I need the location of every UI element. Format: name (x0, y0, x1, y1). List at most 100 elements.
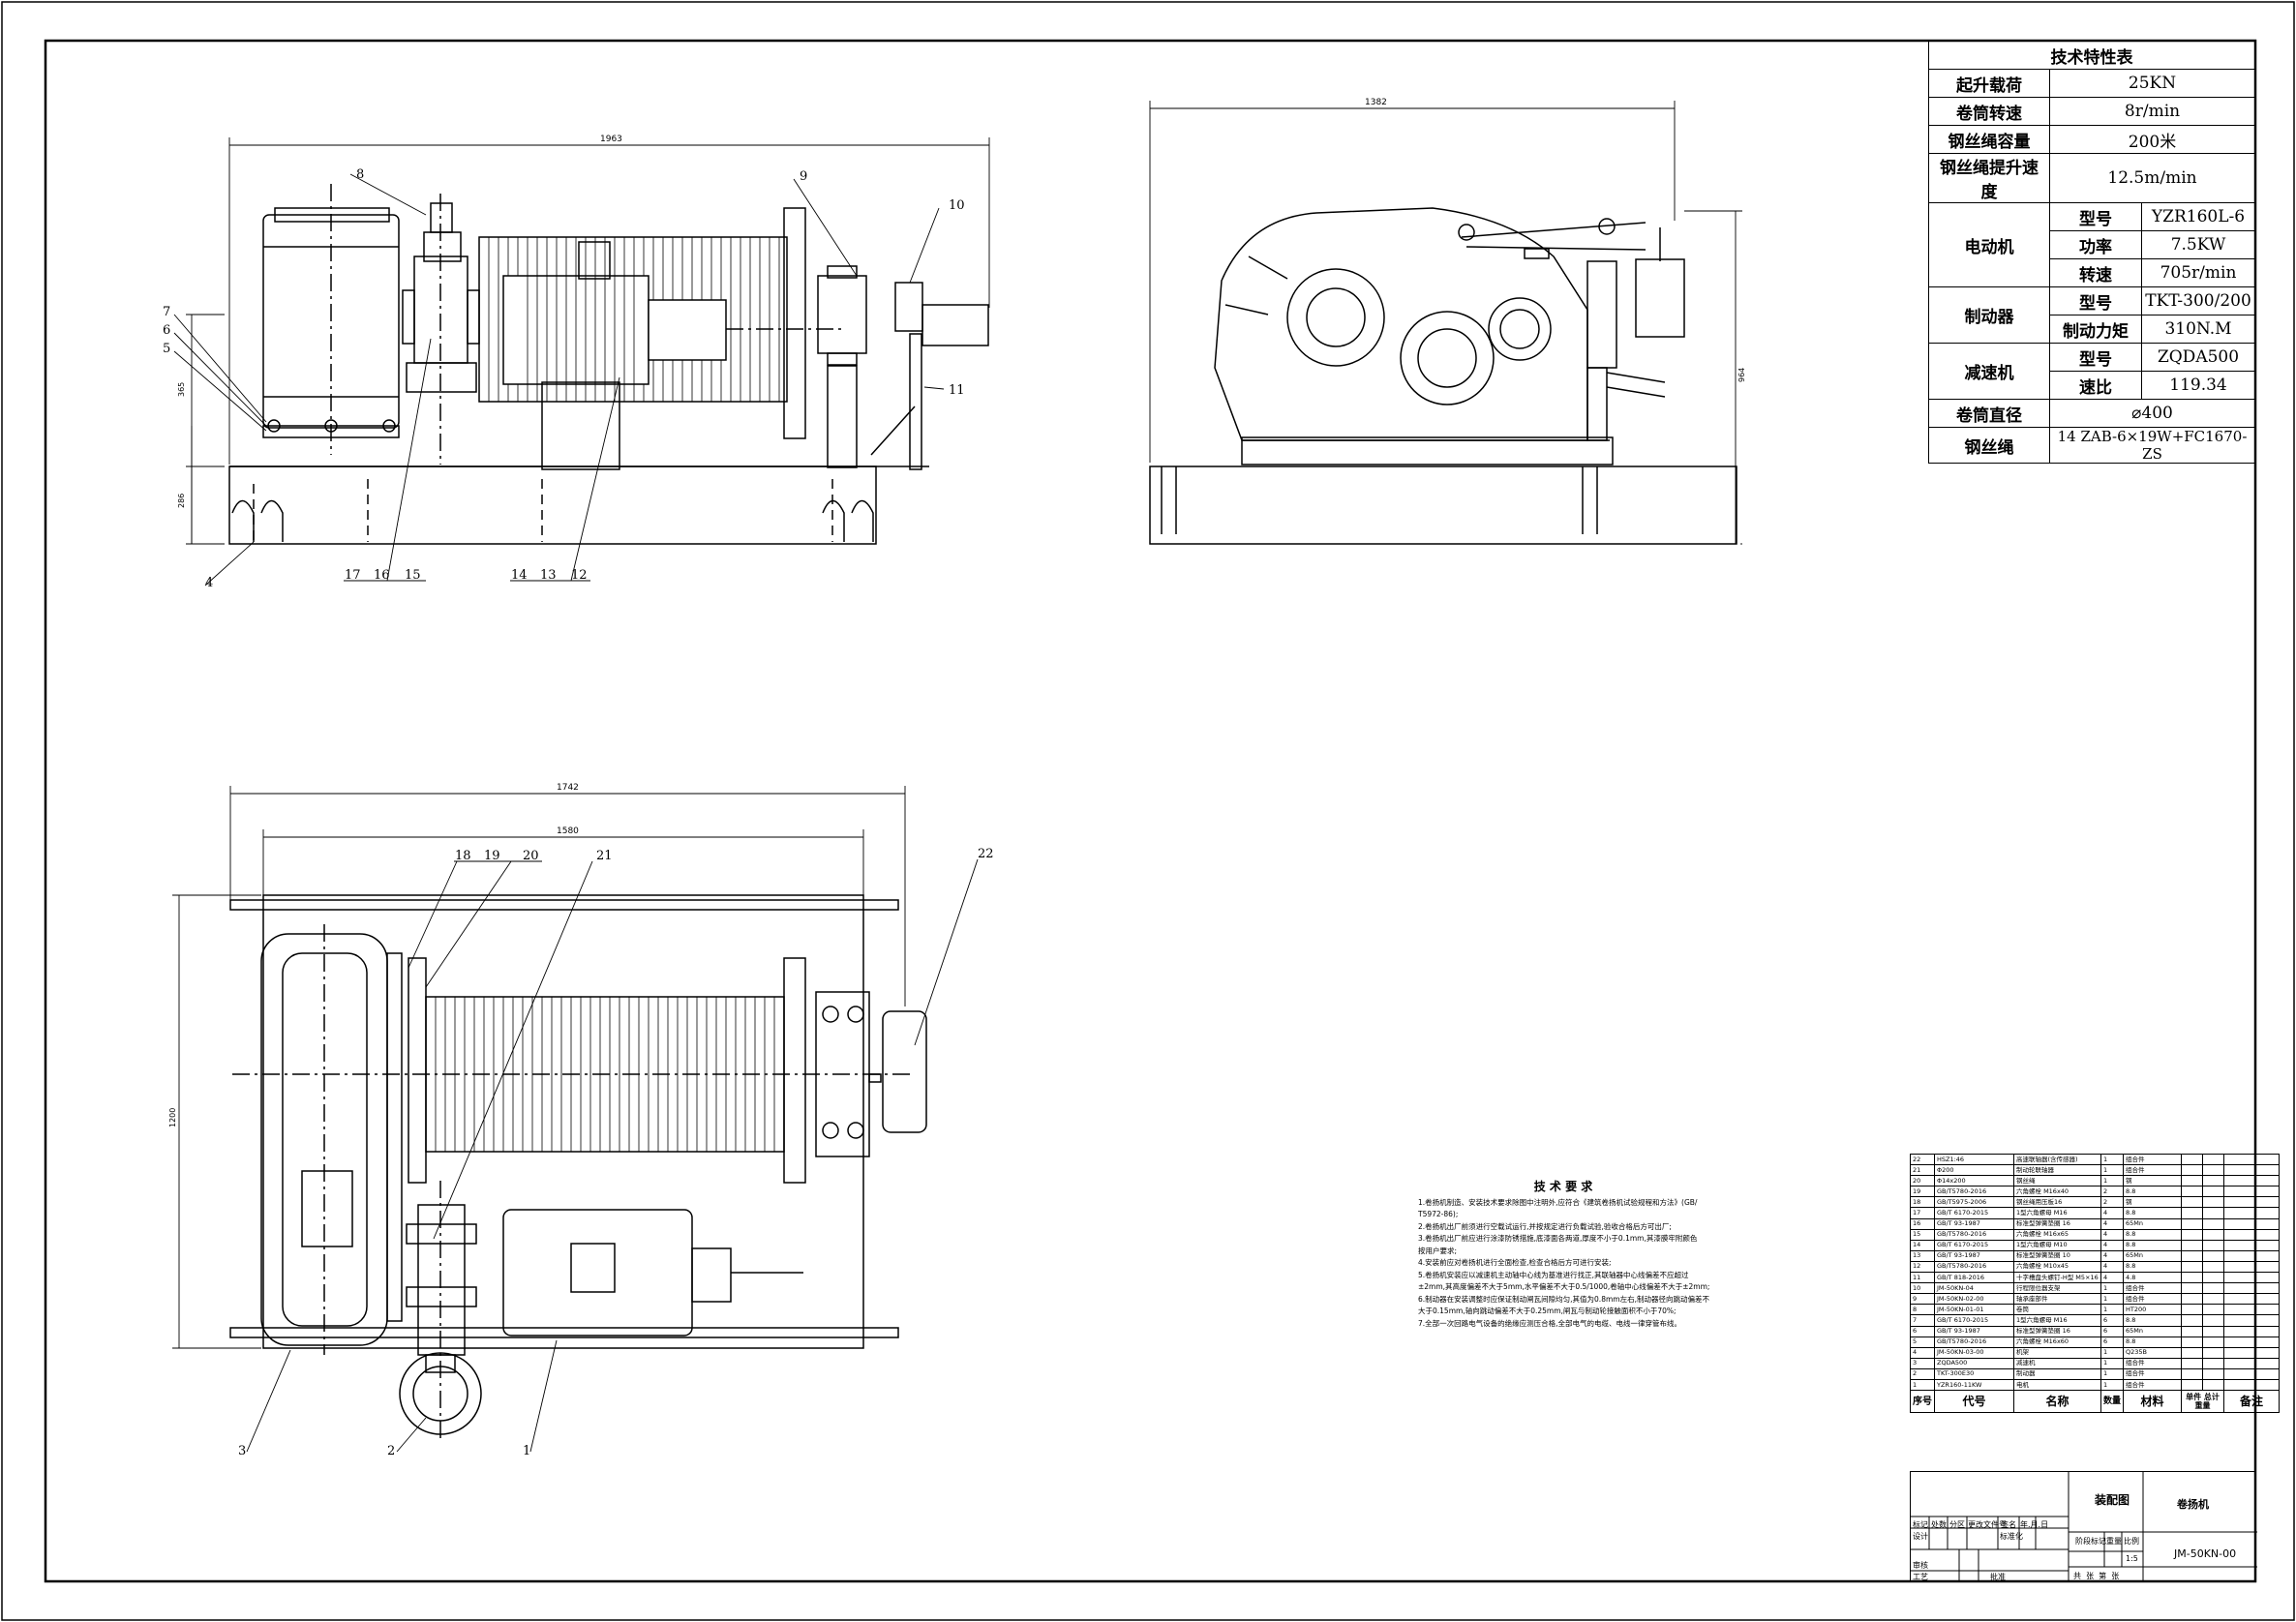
bom-cell: 8 (1910, 1304, 1935, 1316)
bom-cell-empty (2223, 1346, 2281, 1359)
bom-cell: 1 (2100, 1304, 2125, 1316)
bom-cell-empty (2181, 1196, 2204, 1209)
bom-cell-empty (2181, 1260, 2204, 1274)
note-line: T5972-86); (1418, 1210, 1459, 1218)
bom-cell: 1 (2100, 1175, 2125, 1187)
part-label-17: 17 (345, 568, 361, 583)
bom-header-material: 材料 (2123, 1390, 2183, 1414)
spec-value: 25KN (2049, 69, 2255, 98)
spec-key: 型号 (2049, 202, 2142, 231)
bom-cell: 8.8 (2123, 1228, 2183, 1241)
bom-cell: 1型六角螺母 M16 (2013, 1314, 2101, 1327)
bom-cell-empty (2181, 1239, 2204, 1251)
dim-side-width: 1382 (1365, 98, 1387, 107)
bom-cell: 六角螺栓 M10x45 (2013, 1260, 2101, 1274)
bom-cell-empty (2223, 1175, 2281, 1187)
part-label-15: 15 (405, 568, 421, 583)
bom-cell: GB/T 93-1987 (1934, 1249, 2014, 1262)
tb-weight: 重量 (2106, 1537, 2122, 1546)
bom-cell: Φ14x200 (1934, 1175, 2014, 1187)
bom-cell: 5 (1910, 1336, 1935, 1348)
part-label-3: 3 (238, 1444, 246, 1458)
bom-cell: 行程限位器支架 (2013, 1282, 2101, 1295)
bom-cell: 8.8 (2123, 1207, 2183, 1219)
bom-cell-empty (2181, 1164, 2204, 1177)
spec-value: 200米 (2049, 125, 2255, 154)
bom-cell-empty (2181, 1357, 2204, 1369)
bom-cell: 11 (1910, 1272, 1935, 1284)
dim-plan-inner: 1580 (557, 826, 579, 836)
bom-cell: 标准型弹簧垫圈 16 (2013, 1217, 2101, 1230)
spec-label: 钢丝绳容量 (1928, 125, 2050, 154)
tb-product: 卷扬机 (2177, 1498, 2209, 1511)
tb-count: 处数 (1931, 1520, 1947, 1529)
bom-cell: 钢 (2123, 1175, 2183, 1187)
note-line: 大于0.15mm,轴向跳动偏差不大于0.25mm,闸瓦与制动轮接触面积不小于70… (1418, 1307, 1677, 1315)
tb-sign: 签名 (2001, 1520, 2016, 1529)
bom-cell: 2 (2100, 1196, 2125, 1209)
bom-cell: 电机 (2013, 1378, 2101, 1392)
bom-cell-empty (2181, 1272, 2204, 1284)
bom-cell: 8.8 (2123, 1186, 2183, 1198)
spec-value: 8r/min (2049, 97, 2255, 126)
bom-cell: 2 (1910, 1367, 1935, 1380)
bom-cell-empty (2223, 1186, 2281, 1198)
bom-cell-empty (2181, 1367, 2204, 1380)
bom-cell: 18 (1910, 1196, 1935, 1209)
bom-cell-empty (2223, 1325, 2281, 1337)
note-line: 6.制动器在安装调整时应保证制动闸瓦间隙均匀,其值为0.8mm左右,制动器径向跳… (1418, 1294, 1709, 1304)
tb-process: 工艺 (1913, 1573, 1928, 1581)
bom-cell-empty (2223, 1314, 2281, 1327)
bom-cell: GB/T 93-1987 (1934, 1325, 2014, 1337)
bom-cell: YZR160-11KW (1934, 1378, 2014, 1392)
bom-cell: 21 (1910, 1164, 1935, 1177)
tb-approve: 批准 (1990, 1573, 2006, 1581)
bom-cell: 4 (2100, 1260, 2125, 1274)
bom-header-name: 名称 (2013, 1390, 2101, 1414)
bom-header-no: 序号 (1910, 1390, 1935, 1414)
part-label-16: 16 (374, 568, 390, 583)
bom-cell: 1 (2100, 1357, 2125, 1369)
bom-cell-empty (2202, 1378, 2225, 1392)
bom-cell-empty (2223, 1304, 2281, 1316)
bom-cell: 减速机 (2013, 1357, 2101, 1369)
bom-cell: 12 (1910, 1260, 1935, 1274)
spec-val: 705r/min (2141, 258, 2255, 287)
bom-cell-empty (2202, 1153, 2225, 1166)
spec-key: 型号 (2049, 343, 2142, 372)
bom-cell: GB/T 818-2016 (1934, 1272, 2014, 1284)
spec-label: 起升载荷 (1928, 69, 2050, 98)
bom-cell: 13 (1910, 1249, 1935, 1262)
bom-cell: 1 (1910, 1378, 1935, 1392)
spec-group-reducer: 减速机 (1928, 343, 2050, 400)
spec-key: 速比 (2049, 371, 2142, 400)
bom-cell: 组合件 (2123, 1378, 2183, 1392)
bom-cell: 1 (2100, 1378, 2125, 1392)
bom-cell-empty (2202, 1336, 2225, 1348)
bom-cell-empty (2223, 1260, 2281, 1274)
bom-cell-empty (2181, 1304, 2204, 1316)
bom-cell: 19 (1910, 1186, 1935, 1198)
part-label-2: 2 (387, 1444, 395, 1458)
bom-cell-empty (2202, 1357, 2225, 1369)
part-label-8: 8 (356, 167, 364, 182)
spec-group-brake: 制动器 (1928, 286, 2050, 344)
bom-cell: 3 (1910, 1357, 1935, 1369)
bom-cell: JM-50KN-01-01 (1934, 1304, 2014, 1316)
note-line: 5.卷扬机安装应以减速机主动轴中心线为基准进行找正,其联轴器中心线偏差不应超过 (1418, 1270, 1689, 1279)
tb-change-doc: 更改文件号 (1968, 1520, 2007, 1529)
bom-cell-empty (2181, 1217, 2204, 1230)
bom-cell: 65Mn (2123, 1217, 2183, 1230)
bom-cell: 4 (2100, 1249, 2125, 1262)
bom-cell-empty (2181, 1336, 2204, 1348)
